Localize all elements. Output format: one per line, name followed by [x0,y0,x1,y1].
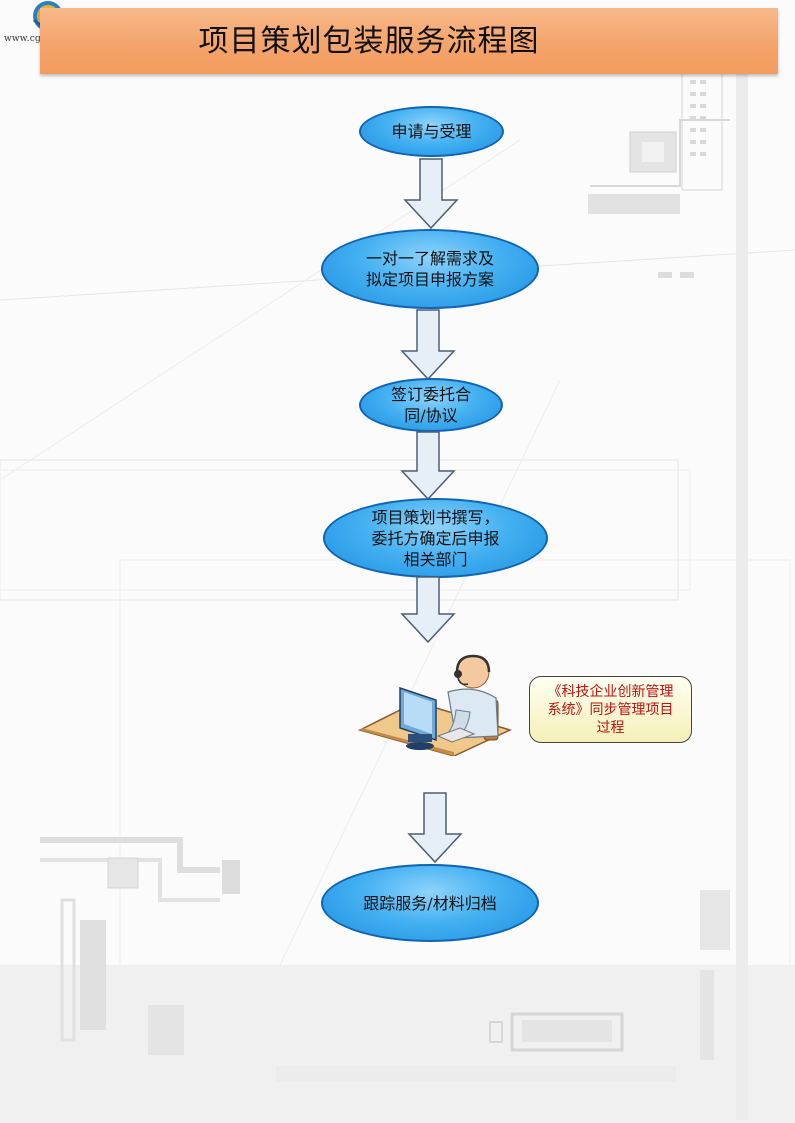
step-label: 申请与受理 [391,122,472,141]
system-note-text: 《科技企业创新管理 系统》同步管理项目 过程 [547,683,674,736]
step-label: 签订委托合 同/协议 [390,385,471,425]
step-label: 跟踪服务/材料归档 [363,893,497,913]
step-needs-analysis: 一对一了解需求及 拟定项目申报方案 [321,229,539,309]
step-apply-accept: 申请与受理 [359,106,504,157]
arrow-down-icon [407,792,463,864]
arrow-down-icon [400,576,456,644]
title-banner: 项目策划包装服务流程图 [40,8,778,74]
step-write-plan: 项目策划书撰写， 委托方确定后申报 相关部门 [323,498,548,578]
arrow-down-icon [400,431,456,501]
step-sign-contract: 签订委托合 同/协议 [359,378,503,432]
arrow-down-icon [403,158,459,230]
system-note-callout: 《科技企业创新管理 系统》同步管理项目 过程 [529,676,692,743]
step-follow-up-archive: 跟踪服务/材料归档 [321,864,539,942]
step-label: 项目策划书撰写， 委托方确定后申报 相关部门 [371,507,500,569]
arrow-down-icon [400,309,456,381]
person-at-computer-icon [357,654,513,756]
page-title: 项目策划包装服务流程图 [198,24,540,59]
step-label: 一对一了解需求及 拟定项目申报方案 [365,249,494,289]
